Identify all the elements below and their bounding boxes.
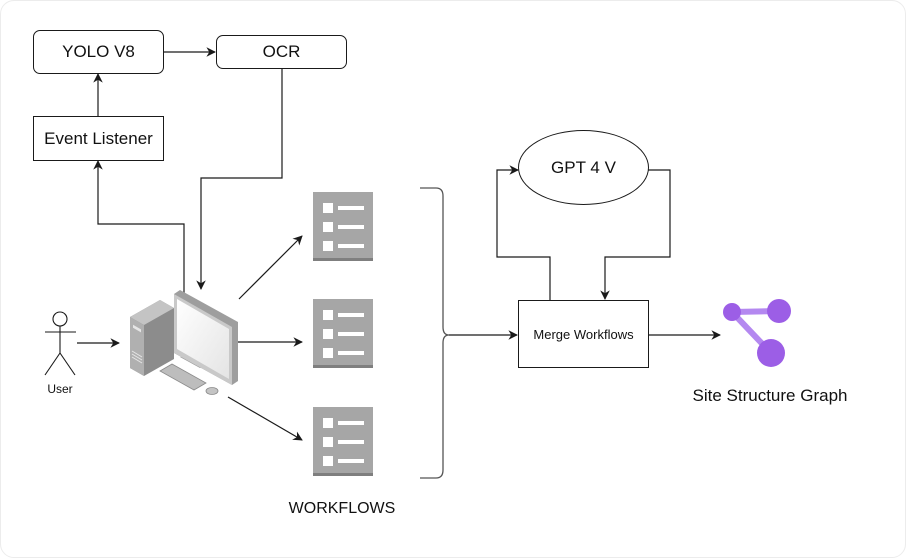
edge-computer-to-workflow-3 xyxy=(227,396,303,441)
gpt-4v-node: GPT 4 V xyxy=(518,130,649,205)
graph-node xyxy=(767,299,791,323)
workflows-brace xyxy=(420,187,450,479)
ocr-label: OCR xyxy=(262,42,301,61)
workflow-checklist-icon xyxy=(313,192,373,261)
user-actor-icon xyxy=(44,311,76,376)
edge-merge-to-gpt xyxy=(496,165,551,300)
site-structure-graph-label: Site Structure Graph xyxy=(692,386,848,405)
yolo-v8-node: YOLO V8 xyxy=(33,30,164,74)
workflows-label: WORKFLOWS xyxy=(288,500,396,517)
user-label: User xyxy=(47,382,73,396)
event-listener-label: Event Listener xyxy=(44,128,153,148)
graph-nodes-icon xyxy=(723,299,791,367)
edge-ocr-to-computer xyxy=(196,68,283,290)
workflow-checklist-icon xyxy=(313,299,373,368)
edge-computer-to-workflow-1 xyxy=(238,235,303,300)
yolo-v8-label: YOLO V8 xyxy=(62,42,135,61)
merge-workflows-node: Merge Workflows xyxy=(518,300,649,368)
merge-workflows-label: Merge Workflows xyxy=(533,326,634,342)
edge-gpt-to-merge xyxy=(600,169,671,300)
gpt-4v-label: GPT 4 V xyxy=(551,157,616,177)
ocr-node: OCR xyxy=(216,35,347,69)
event-listener-node: Event Listener xyxy=(33,116,164,161)
desktop-computer-icon xyxy=(130,290,238,395)
graph-node xyxy=(757,339,785,367)
edge-computer-to-event xyxy=(93,160,185,296)
graph-node xyxy=(723,303,741,321)
workflow-checklist-icon xyxy=(313,407,373,476)
